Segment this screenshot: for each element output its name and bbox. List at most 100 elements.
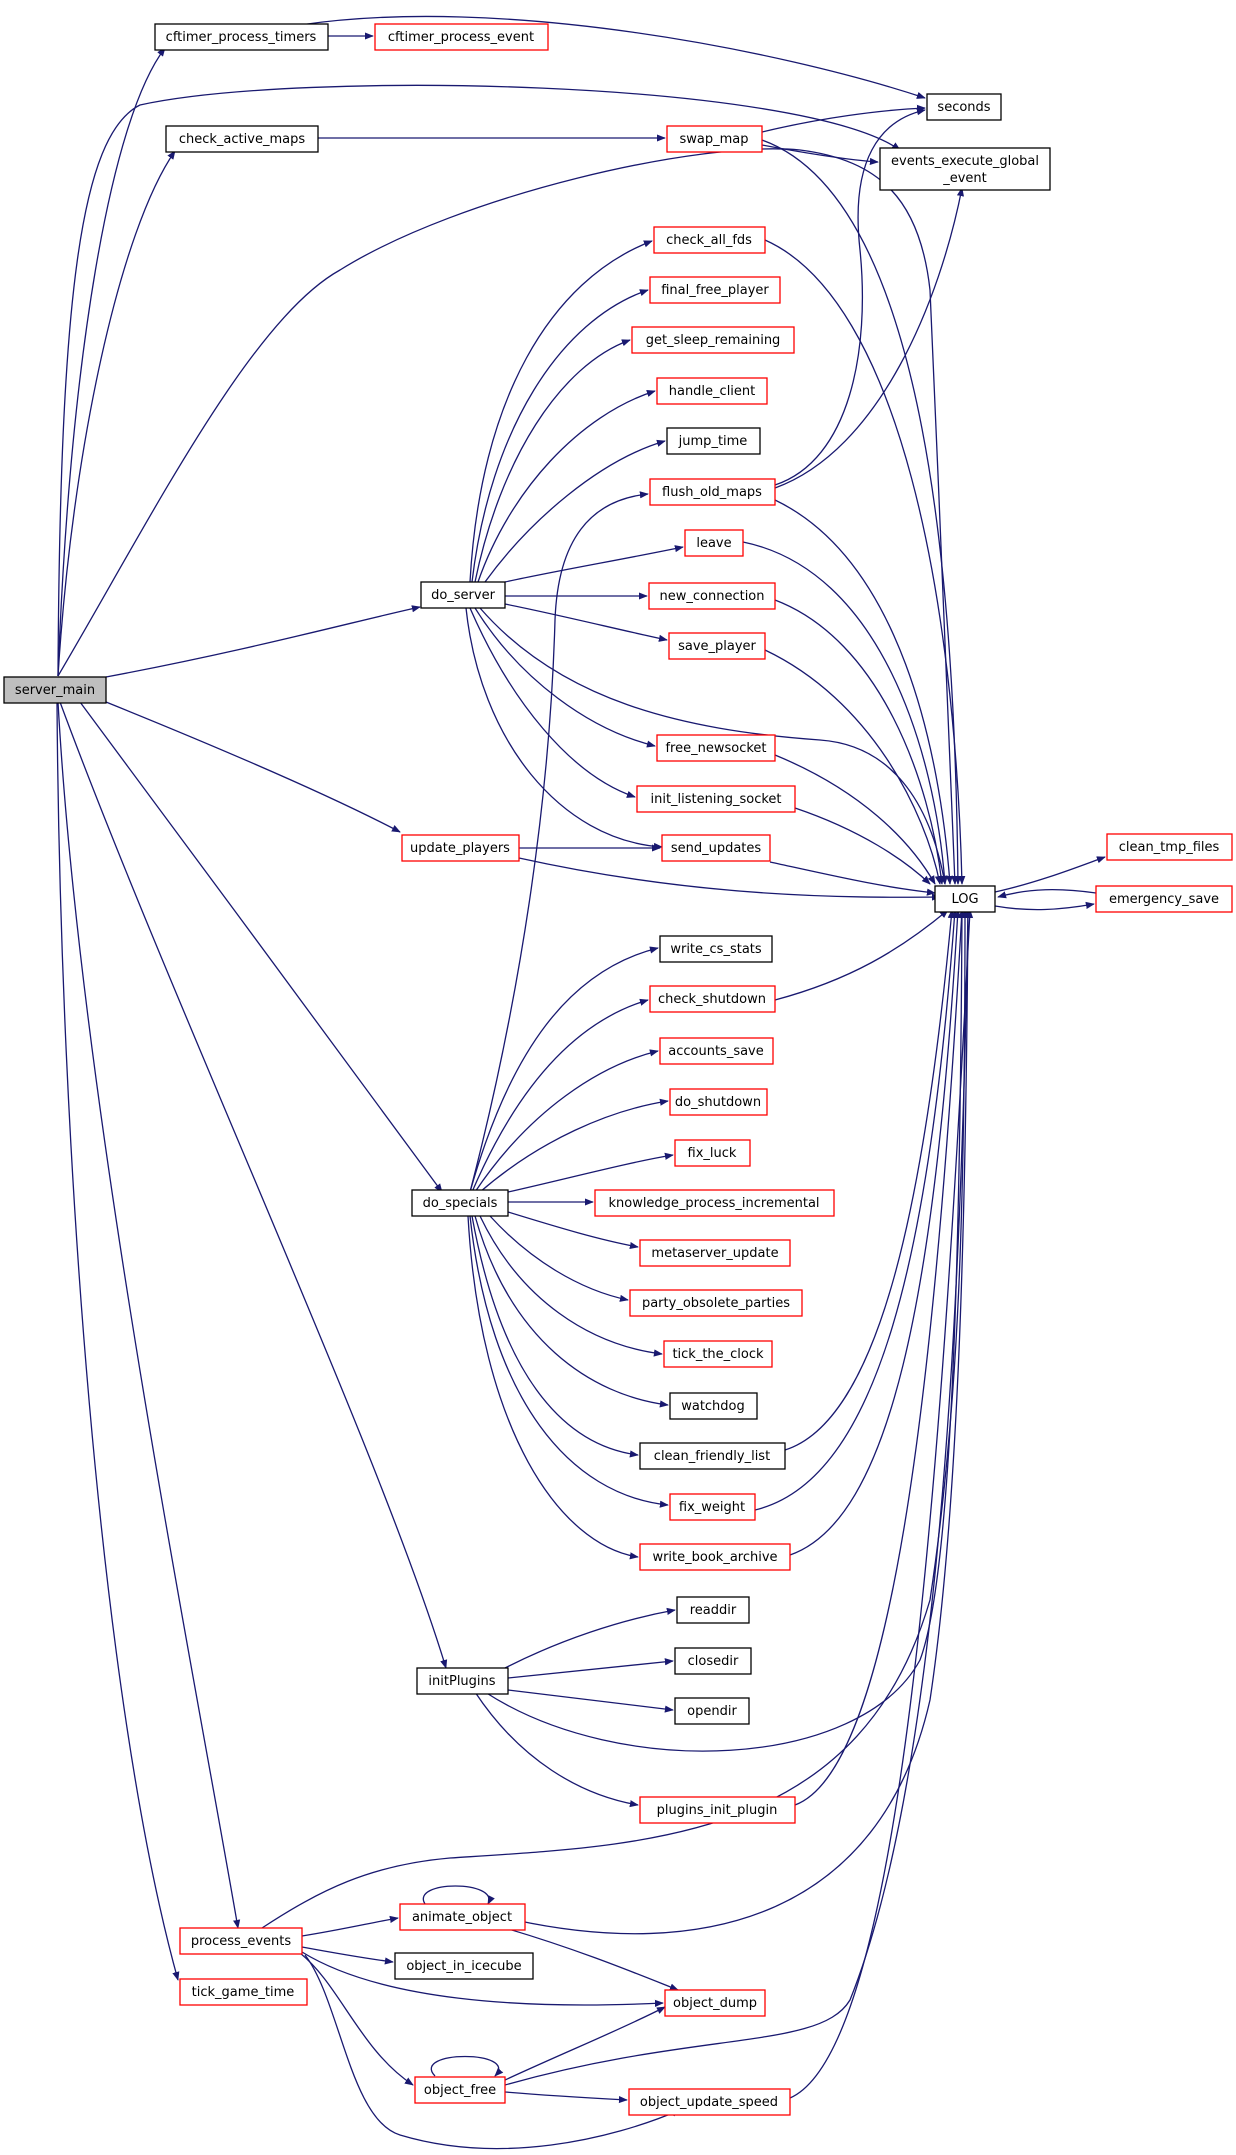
edge-flush_old_maps-LOG	[774, 499, 953, 885]
node-check_active_maps[interactable]: check_active_maps	[165, 125, 319, 153]
node-do_specials[interactable]: do_specials	[411, 1189, 509, 1217]
node-check_all_fds[interactable]: check_all_fds	[653, 226, 766, 254]
label-server_main: server_main	[15, 683, 95, 698]
node-get_sleep_remaining[interactable]: get_sleep_remaining	[631, 326, 795, 354]
label-leave: leave	[696, 536, 731, 551]
node-new_connection[interactable]: new_connection	[648, 582, 776, 610]
node-save_player[interactable]: save_player	[668, 632, 766, 660]
node-object_in_icecube[interactable]: object_in_icecube	[394, 1952, 534, 1980]
label-object_in_icecube: object_in_icecube	[406, 1959, 521, 1974]
edge-process_events-object_dump	[301, 1951, 664, 2007]
node-do_server[interactable]: do_server	[420, 581, 506, 609]
node-readdir[interactable]: readdir	[676, 1596, 750, 1624]
label-metaserver_update: metaserver_update	[651, 1246, 778, 1261]
label-write_cs_stats: write_cs_stats	[670, 942, 762, 957]
node-free_newsocket[interactable]: free_newsocket	[656, 734, 776, 762]
edge-initPlugins-opendir	[507, 1689, 674, 1713]
node-jump_time[interactable]: jump_time	[666, 427, 761, 455]
node-check_shutdown[interactable]: check_shutdown	[649, 985, 776, 1013]
label-accounts_save: accounts_save	[668, 1044, 764, 1059]
edge-clean_friendly_list-LOG	[784, 909, 955, 1451]
label-process_events: process_events	[191, 1934, 291, 1949]
node-swap_map[interactable]: swap_map	[666, 125, 763, 153]
node-process_events[interactable]: process_events	[179, 1927, 303, 1955]
label-plugins_init_plugin: plugins_init_plugin	[657, 1803, 778, 1818]
node-LOG[interactable]: LOG	[934, 885, 996, 913]
label-object_free: object_free	[424, 2083, 496, 2098]
edge-do_server-leave	[504, 545, 684, 583]
node-tick_the_clock[interactable]: tick_the_clock	[663, 1340, 773, 1368]
edge-leave-LOG	[742, 541, 948, 885]
edge-do_server-init_listening_socket	[469, 607, 636, 798]
edge-object_free-object_dump	[504, 2006, 666, 2081]
edge-LOG-emergency_save	[994, 901, 1095, 911]
edge-swap_map-seconds	[761, 104, 926, 133]
node-send_updates[interactable]: send_updates	[661, 834, 771, 862]
node-knowledge_process_incremental[interactable]: knowledge_process_incremental	[594, 1189, 835, 1217]
node-flush_old_maps[interactable]: flush_old_maps	[649, 478, 776, 506]
node-party_obsolete_parties[interactable]: party_obsolete_parties	[629, 1289, 803, 1317]
edge-object_free-object_free	[430, 2055, 504, 2077]
node-clean_tmp_files[interactable]: clean_tmp_files	[1106, 833, 1233, 861]
node-cftimer_process_event[interactable]: cftimer_process_event	[374, 23, 549, 51]
edge-flush_old_maps-seconds	[774, 108, 926, 486]
node-emergency_save[interactable]: emergency_save	[1095, 885, 1233, 913]
node-object_update_speed[interactable]: object_update_speed	[628, 2088, 791, 2116]
edge-do_server-jump_time	[484, 439, 666, 583]
node-do_shutdown[interactable]: do_shutdown	[669, 1088, 768, 1116]
edge-plugins_init_plugin-LOG	[794, 909, 966, 1806]
edge-server_main-do_specials	[79, 701, 443, 1193]
label-get_sleep_remaining: get_sleep_remaining	[646, 333, 781, 348]
label-object_dump: object_dump	[673, 1996, 757, 2011]
label-send_updates: send_updates	[671, 841, 762, 856]
node-watchdog[interactable]: watchdog	[669, 1392, 758, 1420]
node-seconds[interactable]: seconds	[926, 93, 1002, 121]
edge-check_all_fds-LOG	[764, 239, 966, 885]
node-init_listening_socket[interactable]: init_listening_socket	[636, 785, 796, 813]
node-server_main[interactable]: server_main	[3, 676, 107, 704]
edge-do_server-LOG	[479, 607, 948, 885]
node-plugins_init_plugin[interactable]: plugins_init_plugin	[639, 1796, 796, 1824]
node-fix_weight[interactable]: fix_weight	[669, 1493, 756, 1521]
node-write_book_archive[interactable]: write_book_archive	[639, 1543, 791, 1571]
label-emergency_save: emergency_save	[1109, 892, 1219, 907]
node-initPlugins[interactable]: initPlugins	[416, 1667, 509, 1695]
edge-animate_object-LOG	[514, 909, 972, 1935]
edge-LOG-clean_tmp_files	[994, 856, 1106, 893]
edge-process_events-object_update_speed	[304, 1954, 681, 2150]
edge-object_free-object_update_speed	[504, 2091, 628, 2104]
node-final_free_player[interactable]: final_free_player	[649, 276, 781, 304]
node-tick_game_time[interactable]: tick_game_time	[179, 1978, 308, 2006]
label-flush_old_maps: flush_old_maps	[662, 485, 762, 500]
edge-do_specials-tick_the_clock	[479, 1215, 663, 1357]
label-tick_the_clock: tick_the_clock	[672, 1347, 764, 1362]
node-animate_object[interactable]: animate_object	[399, 1903, 526, 1931]
node-object_dump[interactable]: object_dump	[664, 1989, 766, 2017]
label-events_execute_global_event-line2: _event	[942, 171, 987, 186]
node-accounts_save[interactable]: accounts_save	[659, 1037, 774, 1065]
node-update_players[interactable]: update_players	[401, 834, 520, 862]
node-clean_friendly_list[interactable]: clean_friendly_list	[639, 1442, 786, 1470]
edge-do_server-check_all_fds	[469, 240, 653, 583]
node-handle_client[interactable]: handle_client	[656, 377, 768, 405]
edge-do_specials-write_book_archive	[467, 1215, 639, 1560]
edge-do_server-save_player	[504, 603, 668, 642]
node-opendir[interactable]: opendir	[674, 1697, 750, 1725]
node-object_free[interactable]: object_free	[414, 2076, 506, 2104]
node-metaserver_update[interactable]: metaserver_update	[639, 1239, 791, 1267]
edge-initPlugins-plugins_init_plugin	[474, 1691, 639, 1808]
edge-do_specials-accounts_save	[474, 1049, 659, 1193]
node-closedir[interactable]: closedir	[674, 1647, 752, 1675]
node-leave[interactable]: leave	[684, 529, 744, 557]
label-do_shutdown: do_shutdown	[675, 1095, 761, 1110]
edge-fix_weight-LOG	[754, 909, 958, 1511]
node-write_cs_stats[interactable]: write_cs_stats	[659, 935, 773, 963]
edge-do_specials-check_shutdown	[471, 998, 649, 1193]
edge-server_main-do_server	[105, 605, 421, 678]
node-cftimer_process_timers[interactable]: cftimer_process_timers	[154, 23, 329, 51]
node-events_execute_global_event[interactable]: events_execute_global _event	[879, 147, 1051, 191]
node-fix_luck[interactable]: fix_luck	[674, 1139, 751, 1167]
label-do_server: do_server	[431, 588, 496, 603]
edge-do_specials-do_shutdown	[479, 1098, 669, 1193]
label-check_active_maps: check_active_maps	[179, 132, 305, 147]
